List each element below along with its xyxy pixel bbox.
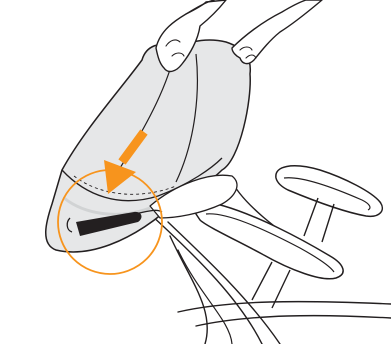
right-hand	[232, 0, 322, 64]
armrest-back-pad	[276, 166, 382, 216]
armrest-back	[276, 166, 382, 242]
seat-inner-line	[178, 250, 232, 344]
seat-lower-line	[178, 302, 391, 312]
armrest-front	[195, 203, 343, 308]
